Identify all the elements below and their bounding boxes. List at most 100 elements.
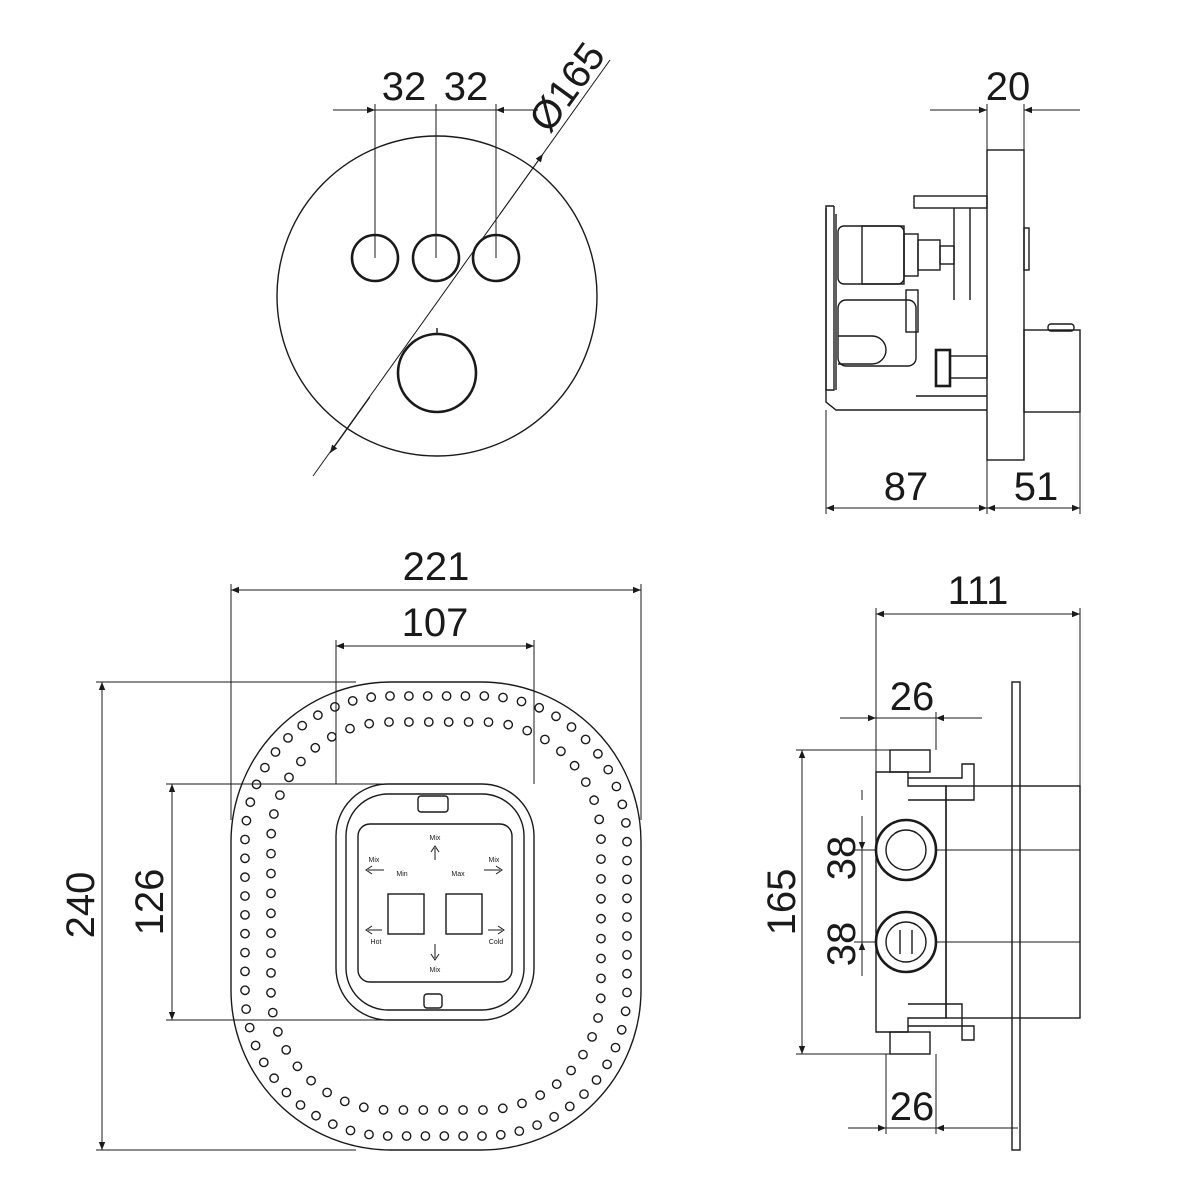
mounting-hole (516, 696, 527, 707)
mounting-hole (339, 1096, 350, 1107)
dim-body-top: 26 (890, 675, 935, 719)
mounting-hole (266, 908, 276, 919)
mounting-hole (593, 748, 603, 759)
mounting-hole (596, 834, 606, 845)
mounting-hole (266, 948, 276, 958)
mounting-hole (345, 723, 355, 734)
mounting-hole (240, 928, 250, 939)
mounting-hole (270, 747, 281, 757)
mounting-hole (517, 1098, 527, 1109)
label-mix-left: Mix (369, 857, 380, 864)
faceplate-outline (276, 135, 598, 457)
mounting-hole (441, 691, 452, 701)
mounting-hole (593, 1013, 603, 1023)
mounting-hole (522, 725, 533, 736)
dim-body-depth: 111 (948, 569, 1009, 613)
mounting-hole (240, 947, 250, 958)
valve-cartridge-upper (837, 225, 905, 285)
mounting-hole (596, 893, 606, 904)
label-cold: Cold (489, 939, 504, 946)
valve-housing (825, 208, 987, 411)
mounting-hole (347, 696, 358, 706)
button-side (1023, 227, 1030, 271)
mounting-hole (617, 799, 628, 810)
mounting-hole (566, 722, 577, 732)
mounting-hole (483, 717, 494, 727)
mounting-hole (284, 772, 294, 783)
box-inner-frame-outer (335, 783, 535, 1021)
valve-thread (917, 239, 941, 271)
arrow-left-icon (365, 865, 384, 875)
bottom-fitting (889, 1031, 931, 1055)
label-panel (357, 823, 513, 983)
mounting-hole (364, 1129, 374, 1140)
mounting-hole (378, 1105, 389, 1115)
mounting-hole (266, 928, 276, 939)
install-box-front: Mix Mix Mix Min Max Hot Cold Mix 221 107… (59, 545, 642, 1151)
side-view: 20 87 51 (825, 65, 1081, 514)
mounting-hole (578, 1049, 588, 1060)
arrow-hot-icon (365, 925, 382, 935)
mounting-hole (297, 720, 308, 731)
mounting-hole (327, 1119, 338, 1130)
mounting-hole (622, 874, 632, 885)
mounting-hole (458, 1105, 468, 1115)
dim-btn-spacing-1: 32 (382, 65, 427, 109)
top-fitting (889, 749, 931, 773)
mounting-hole (250, 1040, 261, 1051)
mounting-hole (566, 1065, 576, 1076)
valve-nut (903, 233, 919, 277)
bottom-clip (423, 993, 443, 1009)
label-max: Max (451, 871, 465, 878)
arrow-right-icon (484, 865, 503, 875)
mounting-hole (458, 1131, 468, 1141)
mounting-hole (622, 855, 632, 866)
mounting-hole (266, 848, 276, 859)
mounting-hole (587, 1032, 597, 1042)
label-mix-right: Mix (489, 857, 500, 864)
mounting-hole (266, 968, 276, 978)
mounting-hole (596, 933, 606, 944)
mounting-hole (295, 756, 306, 767)
mounting-hole (240, 891, 250, 901)
mounting-hole (622, 836, 632, 847)
dim-box-inner-width: 107 (402, 601, 469, 645)
dim-faceplate-diameter: Ø165 (521, 35, 614, 140)
mounting-hole (240, 834, 250, 845)
mounting-hole (594, 814, 605, 825)
mounting-hole (477, 1131, 487, 1141)
mounting-hole (564, 1101, 575, 1112)
mounting-hole (603, 764, 614, 775)
mounting-hole (596, 913, 606, 924)
mounting-hole (602, 1059, 612, 1070)
dim-box-height: 240 (59, 872, 103, 939)
mounting-hole (503, 719, 514, 730)
mounting-hole (532, 1120, 542, 1131)
dim-box-width: 221 (403, 545, 470, 589)
valve-cartridge-upper-inner (861, 225, 905, 285)
mounting-hole (240, 910, 250, 920)
cartridge-nut (905, 289, 919, 333)
dim-port-spacing-upper: 38 (820, 836, 864, 881)
port-lower-inner (885, 921, 927, 963)
mounting-hole (283, 733, 293, 743)
mounting-hole (478, 1105, 488, 1115)
mounting-hole (591, 1075, 602, 1085)
mounting-hole (384, 717, 394, 727)
mounting-hole (460, 691, 471, 701)
mounting-hole (241, 815, 252, 826)
top-bracket (908, 763, 975, 801)
mounting-hole (616, 1024, 627, 1035)
mounting-hole (329, 702, 340, 712)
mounting-hole (295, 1100, 306, 1110)
mounting-hole (579, 1089, 589, 1100)
box-outer-outline (230, 681, 642, 1151)
mounting-hole (401, 1131, 412, 1141)
mounting-hole (266, 987, 276, 998)
arrow-down-icon (430, 944, 440, 961)
mounting-hole (556, 746, 566, 757)
mounting-hole (403, 717, 414, 727)
label-hot: Hot (371, 939, 382, 946)
mounting-hole (266, 888, 276, 899)
